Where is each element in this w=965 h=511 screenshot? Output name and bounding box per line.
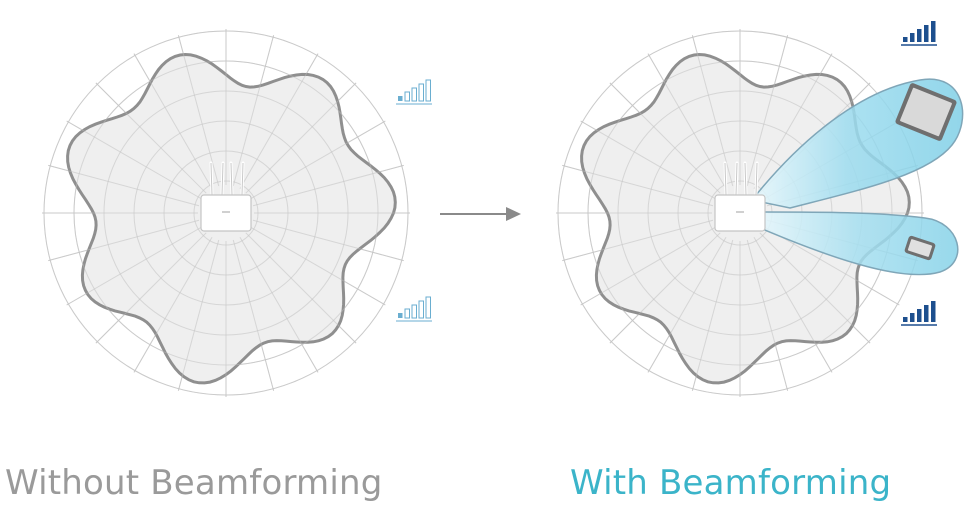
grid-spoke <box>691 35 734 187</box>
grid-ring <box>193 180 259 246</box>
grid-spoke <box>177 35 220 187</box>
grid-spoke <box>647 53 727 190</box>
signal-bars-weak-icon <box>396 79 432 105</box>
grid-spoke <box>133 53 213 190</box>
grid-spoke <box>95 232 207 344</box>
caption-with-beamforming: With Beamforming <box>570 463 892 503</box>
grid-spoke <box>609 82 721 194</box>
grid-spoke <box>691 239 734 391</box>
tablet-icon <box>895 83 957 141</box>
with-beamforming-panel <box>556 21 964 397</box>
grid-spoke <box>249 120 386 200</box>
grid-spoke <box>66 226 203 306</box>
grid-spoke <box>759 232 871 344</box>
grid-spoke <box>746 35 789 187</box>
signal-bars-strong-icon <box>901 301 937 326</box>
grid-spoke <box>252 164 404 207</box>
grid-spoke <box>239 236 319 373</box>
grid-spoke <box>66 120 203 200</box>
polar-grid-overlay <box>42 29 410 397</box>
grid-spoke <box>232 35 275 187</box>
grid-spoke <box>580 120 717 200</box>
grid-ring <box>43 30 409 396</box>
grid-spoke <box>647 236 727 373</box>
phone-icon <box>904 235 936 261</box>
grid-spoke <box>133 236 213 373</box>
signal-bars-strong-icon <box>901 21 937 46</box>
grid-ring <box>557 30 923 396</box>
without-beamforming-panel <box>42 29 432 397</box>
polar-grid-overlay <box>556 29 924 397</box>
grid-spoke <box>763 226 900 306</box>
grid-spoke <box>746 239 789 391</box>
grid-spoke <box>562 164 714 207</box>
grid-spoke <box>48 219 200 262</box>
grid-spoke <box>249 226 386 306</box>
caption-without-beamforming: Without Beamforming <box>5 463 383 503</box>
router-icon <box>714 161 766 232</box>
grid-spoke <box>252 219 404 262</box>
router-icon <box>200 161 252 232</box>
grid-spoke <box>562 219 714 262</box>
grid-ring <box>133 120 319 306</box>
beam-lower <box>753 211 959 276</box>
grid-spoke <box>609 232 721 344</box>
grid-spoke <box>753 236 833 373</box>
grid-spoke <box>95 82 207 194</box>
grid-ring <box>73 60 379 366</box>
grid-spoke <box>753 53 833 190</box>
grid-spoke <box>245 82 357 194</box>
grid-ring <box>587 60 893 366</box>
grid-ring <box>163 150 289 276</box>
grid-spoke <box>177 239 220 391</box>
grid-spoke <box>48 164 200 207</box>
grid-ring <box>103 90 349 336</box>
grid-spoke <box>232 239 275 391</box>
grid-spoke <box>580 226 717 306</box>
grid-spoke <box>239 53 319 190</box>
signal-bars-weak-icon <box>396 296 432 322</box>
grid-spoke <box>245 232 357 344</box>
arrow-right-icon <box>440 207 521 221</box>
